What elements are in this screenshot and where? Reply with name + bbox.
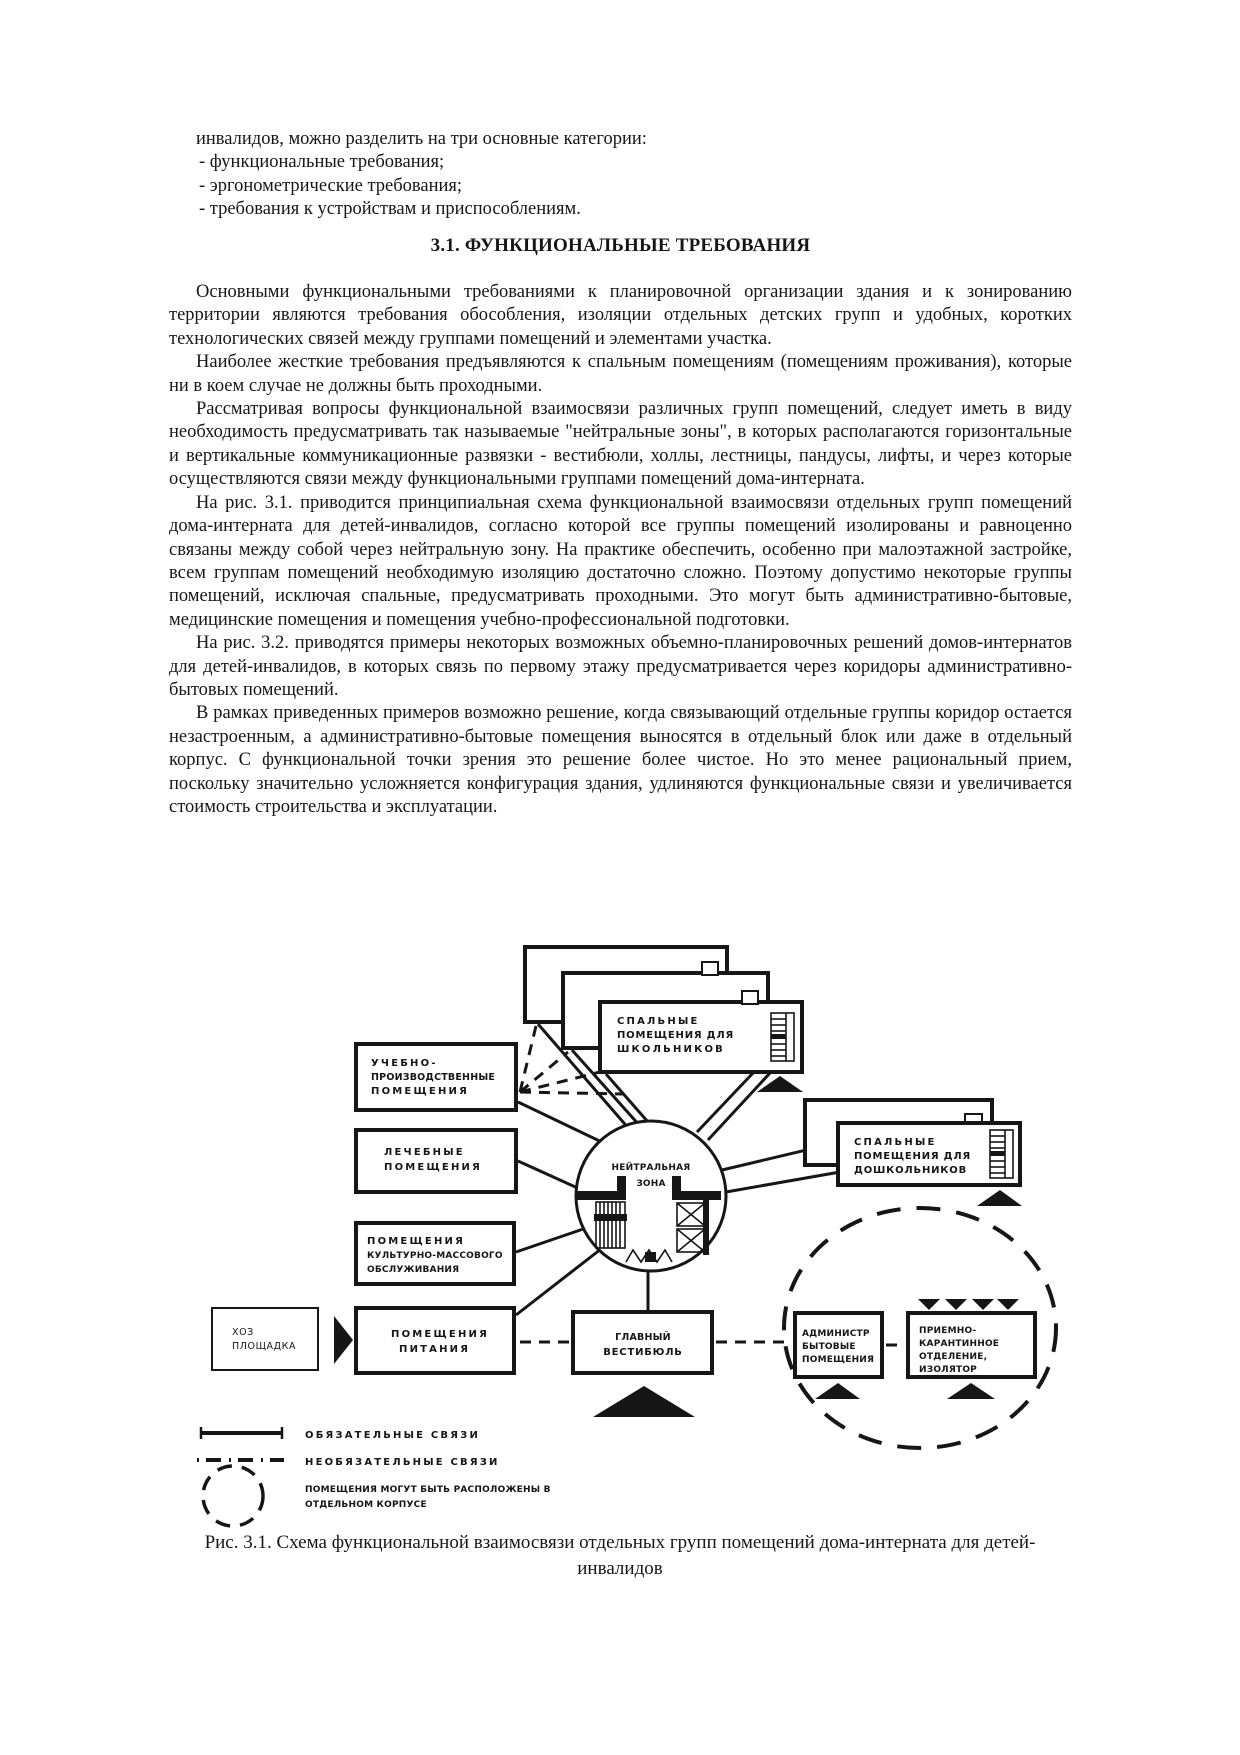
node-label: КАРАНТИННОЕ bbox=[919, 1339, 999, 1349]
entrance-arrow bbox=[815, 1383, 860, 1399]
separate-building-dashed-circle bbox=[782, 1206, 1058, 1450]
text-column: инвалидов, можно разделить на три основн… bbox=[169, 128, 1072, 819]
paragraph: На рис. 3.1. приводится принципиальная с… bbox=[169, 492, 1072, 630]
down-arrows-row bbox=[918, 1299, 1019, 1310]
stairs-icon bbox=[989, 1129, 1014, 1179]
legend-solid-line-symbol bbox=[199, 1427, 284, 1439]
node-sleeping-school: СПАЛЬНЫЕ ПОМЕЩЕНИЯ ДЛЯ ШКОЛЬНИКОВ bbox=[523, 945, 804, 1092]
list-item: - функциональные требования; bbox=[199, 152, 445, 173]
paragraph: Рассматривая вопросы функциональной взаи… bbox=[169, 399, 1072, 490]
node-label: ГЛАВНЫЙ bbox=[615, 1331, 671, 1343]
node-label: ШКОЛЬНИКОВ bbox=[617, 1044, 725, 1055]
node-label: ПРОИЗВОДСТВЕННЫЕ bbox=[371, 1072, 495, 1083]
mandatory-links bbox=[515, 1023, 841, 1317]
legend-label: НЕОБЯЗАТЕЛЬНЫЕ СВЯЗИ bbox=[305, 1457, 500, 1468]
legend-label: ОБЯЗАТЕЛЬНЫЕ СВЯЗИ bbox=[305, 1430, 480, 1441]
node-label: КУЛЬТУРНО-МАССОВОГО bbox=[367, 1251, 503, 1261]
legend-dashed-circle-symbol bbox=[201, 1464, 265, 1528]
node-uchebno: УЧЕБНО- ПРОИЗВОДСТВЕННЫЕ ПОМЕЩЕНИЯ bbox=[354, 1042, 518, 1112]
node-label: ПОМЕЩЕНИЯ ДЛЯ bbox=[854, 1151, 971, 1162]
node-label: НЕЙТРАЛЬНАЯ bbox=[612, 1161, 691, 1173]
node-label: ЗОНА bbox=[636, 1179, 665, 1189]
figure-caption: Рис. 3.1. Схема функциональной взаимосвя… bbox=[204, 1532, 1036, 1579]
entrance-zigzag bbox=[625, 1248, 673, 1264]
entrance-arrow bbox=[947, 1383, 995, 1399]
legend-label: ПОМЕЩЕНИЯ МОГУТ БЫТЬ РАСПОЛОЖЕНЫ В bbox=[305, 1485, 551, 1495]
chimney-notch bbox=[701, 961, 719, 976]
paragraph: В рамках приведенных примеров возможно р… bbox=[169, 703, 1072, 817]
node-neutral-zone: НЕЙТРАЛЬНАЯ ЗОНА bbox=[574, 1119, 728, 1273]
node-label: ВЕСТИБЮЛЬ bbox=[603, 1347, 682, 1358]
node-admin: АДМИНИСТР БЫТОВЫЕ ПОМЕЩЕНИЯ bbox=[793, 1311, 884, 1379]
chimney-notch bbox=[741, 990, 759, 1005]
hoz-link-arrow bbox=[334, 1316, 353, 1364]
node-label: ИЗОЛЯТОР bbox=[919, 1365, 977, 1375]
node-label: ПОМЕЩЕНИЯ bbox=[371, 1086, 469, 1097]
figure-3-1-diagram: СПАЛЬНЫЕ ПОМЕЩЕНИЯ ДЛЯ ШКОЛЬНИКОВ СПАЛЬН… bbox=[197, 945, 1058, 1528]
node-label: ПЛОЩАДКА bbox=[232, 1341, 296, 1352]
paragraph: Наиболее жесткие требования предъявляютс… bbox=[169, 352, 1072, 396]
node-label: УЧЕБНО- bbox=[371, 1058, 438, 1069]
node-kultura: ПОМЕЩЕНИЯ КУЛЬТУРНО-МАССОВОГО ОБСЛУЖИВАН… bbox=[354, 1221, 516, 1286]
node-lechebnye: ЛЕЧЕБНЫЕ ПОМЕЩЕНИЯ bbox=[354, 1128, 518, 1194]
node-label: ЛЕЧЕБНЫЕ bbox=[384, 1147, 465, 1158]
node-label: АДМИНИСТР bbox=[802, 1329, 870, 1339]
paragraph: Основными функциональными требованиями к… bbox=[169, 282, 1072, 349]
node-label: ОТДЕЛЕНИЕ, bbox=[919, 1352, 987, 1362]
main-entrance-arrow bbox=[593, 1386, 695, 1417]
stairs-icon bbox=[770, 1012, 795, 1062]
intro-lead: инвалидов, можно разделить на три основн… bbox=[196, 129, 647, 149]
elevator-icon bbox=[676, 1200, 709, 1255]
intro-list: - функциональные требования; - эргономет… bbox=[169, 151, 1072, 221]
node-label: ОБСЛУЖИВАНИЯ bbox=[367, 1265, 459, 1275]
paragraph: На рис. 3.2. приводятся примеры некоторы… bbox=[169, 633, 1072, 700]
list-item: - требования к устройствам и приспособле… bbox=[199, 199, 581, 220]
node-label: ПОМЕЩЕНИЯ bbox=[367, 1236, 465, 1247]
entrance-arrow bbox=[757, 1076, 803, 1092]
node-label: БЫТОВЫЕ bbox=[802, 1342, 856, 1352]
node-label: СПАЛЬНЫЕ bbox=[854, 1137, 937, 1148]
node-label: ПРИЕМНО- bbox=[919, 1326, 976, 1336]
node-label: ХОЗ bbox=[232, 1327, 254, 1338]
node-label: ПОМЕЩЕНИЯ bbox=[384, 1162, 482, 1173]
entrance-mark bbox=[645, 1252, 656, 1262]
node-label: ПОМЕЩЕНИЯ bbox=[391, 1329, 489, 1340]
node-label: ПОМЕЩЕНИЯ ДЛЯ bbox=[617, 1030, 734, 1041]
node-label: ДОШКОЛЬНИКОВ bbox=[854, 1165, 967, 1176]
node-vestibule: ГЛАВНЫЙ ВЕСТИБЮЛЬ bbox=[571, 1310, 714, 1375]
node-label: ПОМЕЩЕНИЯ bbox=[802, 1355, 874, 1365]
list-item: - эргонометрические требования; bbox=[199, 175, 463, 196]
optional-links bbox=[518, 1025, 904, 1347]
entrance-arrow bbox=[977, 1190, 1022, 1206]
floor-plan-fragment bbox=[577, 1176, 721, 1264]
node-hoz-ploshchadka: ХОЗ ПЛОЩАДКА bbox=[211, 1307, 319, 1371]
node-sleeping-preschool: СПАЛЬНЫЕ ПОМЕЩЕНИЯ ДЛЯ ДОШКОЛЬНИКОВ bbox=[803, 1098, 1022, 1206]
section-heading: 3.1. ФУНКЦИОНАЛЬНЫЕ ТРЕБОВАНИЯ bbox=[430, 234, 811, 256]
node-priemno: ПРИЕМНО- КАРАНТИННОЕ ОТДЕЛЕНИЕ, ИЗОЛЯТОР bbox=[906, 1311, 1037, 1379]
node-label: СПАЛЬНЫЕ bbox=[617, 1016, 700, 1027]
legend: ОБЯЗАТЕЛЬНЫЕ СВЯЗИ НЕОБЯЗАТЕЛЬНЫЕ СВЯЗИ … bbox=[197, 1427, 551, 1528]
stairs-icon bbox=[594, 1201, 627, 1249]
node-label: ПИТАНИЯ bbox=[399, 1344, 470, 1355]
node-pitanie: ПОМЕЩЕНИЯ ПИТАНИЯ bbox=[354, 1306, 516, 1375]
stacked-rect-front bbox=[598, 1000, 804, 1074]
legend-label: ОТДЕЛЬНОМ КОРПУСЕ bbox=[305, 1500, 427, 1510]
